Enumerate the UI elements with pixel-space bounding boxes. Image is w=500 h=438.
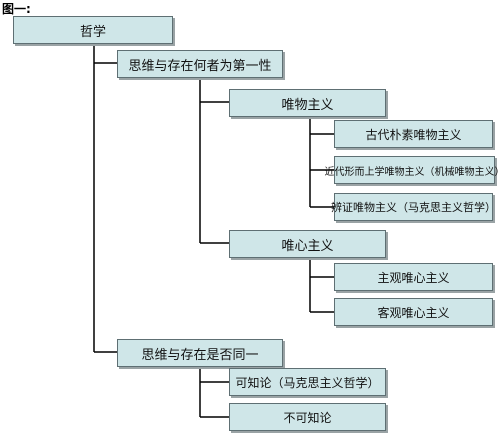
node-identity-question: 思维与存在是否同一 [117, 339, 283, 367]
figure-label: 图一: [2, 2, 31, 16]
node-agnosticism-opposite: 可知论（马克思主义哲学） [229, 368, 386, 396]
node-objective-idealism: 客观唯心主义 [334, 298, 493, 326]
node-idealism: 唯心主义 [229, 230, 386, 258]
node-metaphysical-materialism: 近代形而上学唯物主义（机械唯物主义） [325, 156, 500, 184]
node-dialectical-materialism: 辨证唯物主义（马克思主义哲学） [331, 193, 496, 221]
node-subjective-idealism: 主观唯心主义 [334, 263, 493, 291]
node-materialism: 唯物主义 [229, 89, 386, 117]
node-philosophy: 哲学 [13, 16, 173, 44]
node-first-nature-question: 思维与存在何者为第一性 [117, 50, 283, 78]
node-agnosticism: 不可知论 [229, 403, 386, 431]
node-ancient-naive-materialism: 古代朴素唯物主义 [334, 120, 493, 148]
